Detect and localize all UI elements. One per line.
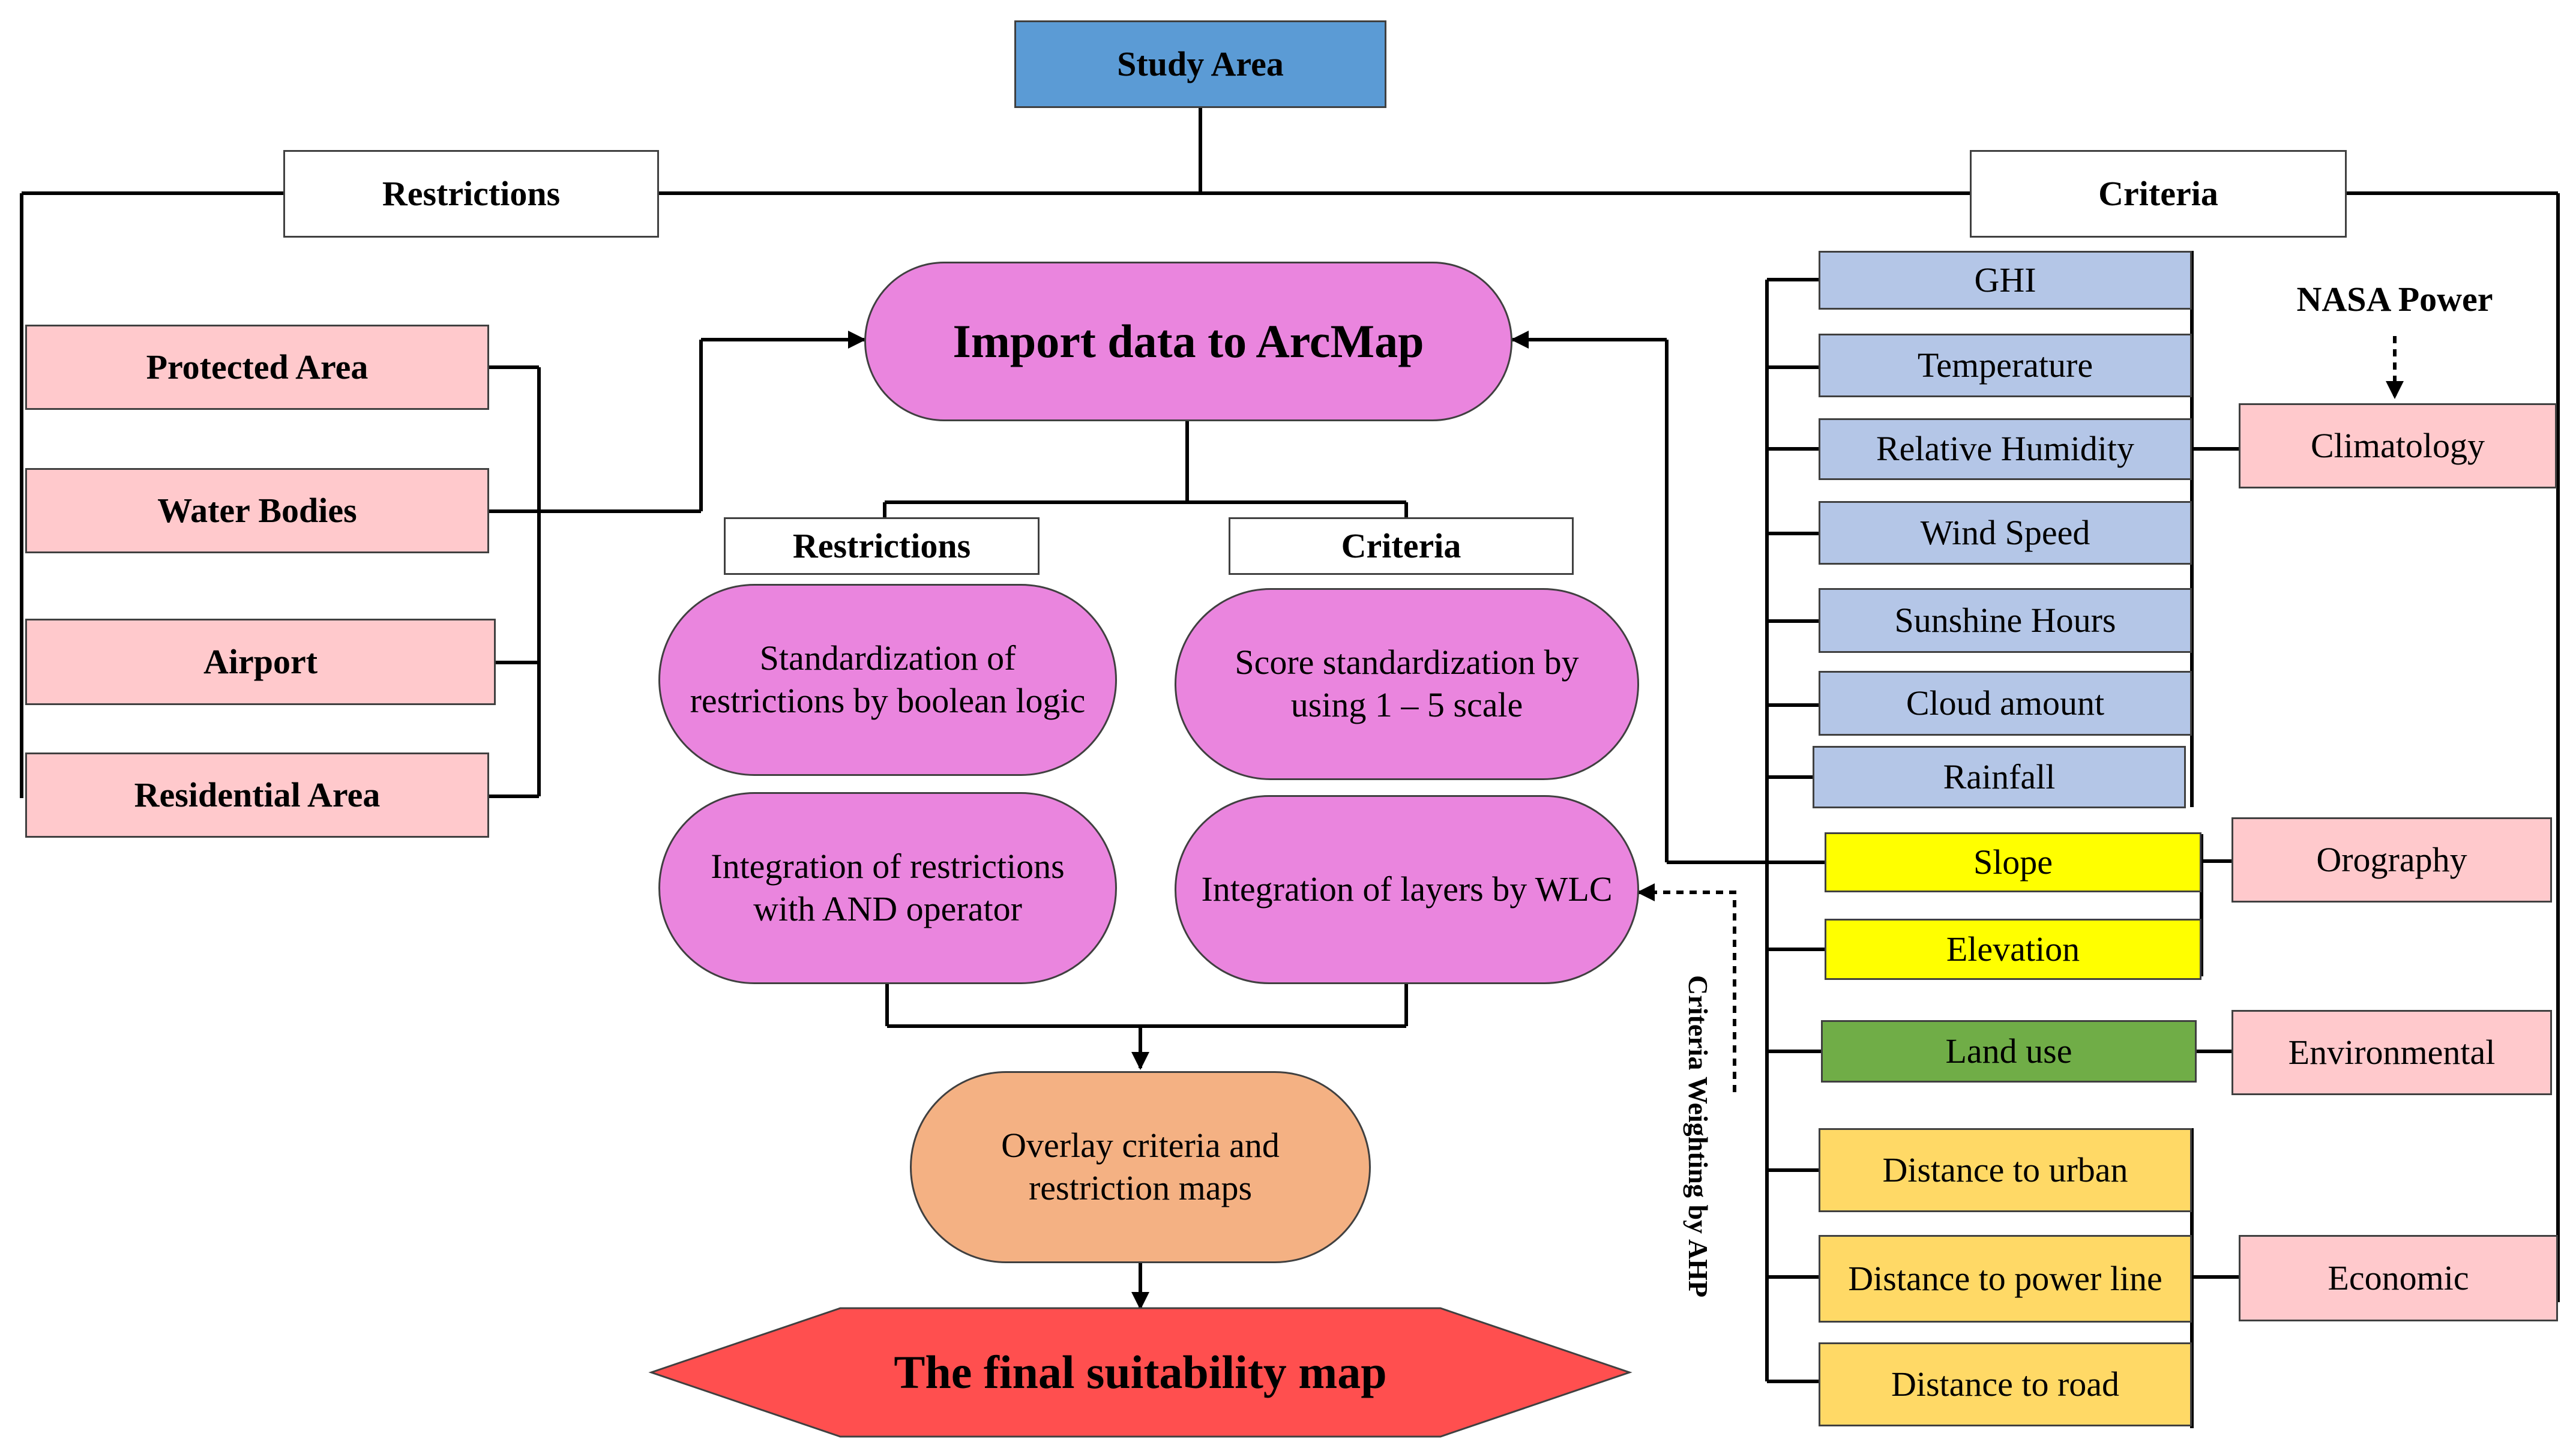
integration-layers-pill: Integration of layers by WLC <box>1175 795 1639 984</box>
ahp-weighting-note: Criteria Weighting by AHP <box>1683 975 1714 1298</box>
study-area-box: Study Area <box>1014 20 1386 108</box>
criteria-sunshine-hours: Sunshine Hours <box>1819 588 2192 653</box>
mid-criteria-label: Criteria <box>1229 517 1574 575</box>
left-restrictions-header: Restrictions <box>283 150 659 238</box>
integration-restrictions-pill: Integration of restrictions with AND ope… <box>658 792 1117 984</box>
nasa-power-label: NASA Power <box>2296 279 2493 319</box>
group-environmental: Environmental <box>2231 1010 2552 1095</box>
airport-box: Airport <box>25 619 496 705</box>
water-bodies-box: Water Bodies <box>25 468 489 553</box>
overlay-pill: Overlay criteria and restriction maps <box>910 1071 1371 1263</box>
criteria-relative-humidity: Relative Humidity <box>1819 418 2192 480</box>
criteria-slope: Slope <box>1825 832 2201 892</box>
criteria-distance-road: Distance to road <box>1819 1342 2192 1426</box>
final-map-hexagon <box>648 1307 1633 1438</box>
residential-area-box: Residential Area <box>25 753 489 838</box>
criteria-distance-power-line: Distance to power line <box>1819 1235 2192 1323</box>
group-climatology: Climatology <box>2239 403 2557 488</box>
criteria-temperature: Temperature <box>1819 334 2192 397</box>
standardization-restrictions-pill: Standardization of restrictions by boole… <box>658 584 1117 776</box>
score-standardization-pill: Score standardization by using 1 – 5 sca… <box>1175 588 1639 780</box>
criteria-ghi: GHI <box>1819 251 2192 310</box>
criteria-rainfall: Rainfall <box>1813 746 2186 808</box>
criteria-wind-speed: Wind Speed <box>1819 501 2192 565</box>
import-arcmap-pill: Import data to ArcMap <box>864 262 1512 421</box>
criteria-elevation: Elevation <box>1825 919 2201 980</box>
final-map-label: The final suitability map <box>894 1346 1387 1399</box>
protected-area-box: Protected Area <box>25 325 489 410</box>
group-economic: Economic <box>2239 1235 2558 1321</box>
criteria-distance-urban: Distance to urban <box>1819 1128 2192 1212</box>
criteria-land-use: Land use <box>1821 1020 2197 1083</box>
criteria-cloud-amount: Cloud amount <box>1819 671 2192 736</box>
mid-restrictions-label: Restrictions <box>724 517 1040 575</box>
right-criteria-header: Criteria <box>1970 150 2347 238</box>
group-orography: Orography <box>2231 817 2552 903</box>
